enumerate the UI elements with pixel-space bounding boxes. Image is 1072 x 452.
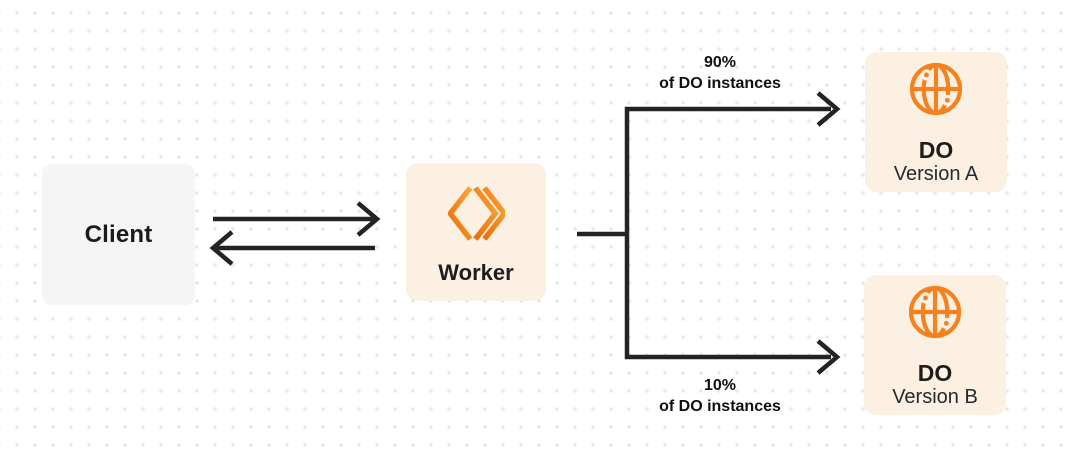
globe-dot xyxy=(941,94,953,106)
globe-dot xyxy=(919,292,932,304)
do-version-a-node: DO Version A xyxy=(865,52,1007,192)
globe-dot xyxy=(920,69,933,81)
traffic-percent-caption: of DO instances xyxy=(659,75,781,92)
do-a-title: DO xyxy=(918,137,954,163)
cloudflare-workers-icon xyxy=(447,186,505,241)
arrowhead-right-icon xyxy=(816,91,841,127)
durable-object-globe-icon xyxy=(908,285,962,339)
do-a-subtitle: Version A xyxy=(893,163,979,185)
globe-dot xyxy=(940,317,952,329)
do-version-b-node: DO Version B xyxy=(864,275,1006,415)
arrowhead-left-icon xyxy=(209,230,234,266)
arrowhead-right-icon xyxy=(356,201,381,237)
do-b-subtitle: Version B xyxy=(892,386,978,408)
traffic-percent: 90% xyxy=(703,54,737,71)
split-connector xyxy=(577,91,841,375)
traffic-percent-caption: of DO instances xyxy=(659,398,781,415)
worker-label: Worker xyxy=(438,260,514,285)
client-to-worker-arrow xyxy=(213,201,381,237)
worker-to-client-arrow xyxy=(209,230,375,266)
client-label: Client xyxy=(84,220,153,248)
traffic-split-label-10: 10% of DO instances xyxy=(600,375,840,417)
traffic-split-label-90: 90% of DO instances xyxy=(600,52,840,94)
client-node: Client xyxy=(42,164,195,305)
traffic-percent: 10% xyxy=(703,377,737,394)
worker-node: Worker xyxy=(406,163,546,301)
arrowhead-right-icon xyxy=(816,339,841,375)
durable-object-globe-icon xyxy=(909,62,963,116)
do-b-title: DO xyxy=(917,360,953,386)
